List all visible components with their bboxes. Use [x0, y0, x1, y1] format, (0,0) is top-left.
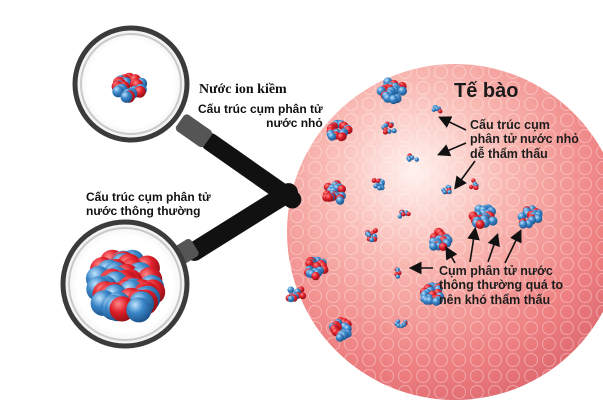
molecule-cluster-icon [381, 121, 397, 135]
arrow-icon [454, 160, 476, 190]
arrow-icon [445, 246, 458, 264]
alkaline-desc-line: nước nhỏ [266, 115, 323, 130]
molecule-cluster-icon [111, 72, 148, 103]
arrow-icon [437, 142, 467, 157]
arrow-icon [467, 226, 480, 263]
normal-desc-line: Cấu trúc cụm phân tử [86, 190, 211, 204]
molecule-cluster-icon [328, 317, 352, 342]
normal-structure-label: Cấu trúc cụm phân tử nước thông thường [86, 190, 211, 219]
cell-sphere-icon [287, 64, 603, 400]
molecule-cluster-icon [419, 282, 445, 306]
small-note-line: phân tử nước nhỏ [470, 132, 579, 147]
molecule-cluster-icon [468, 204, 498, 229]
molecule-cluster-icon [304, 256, 329, 281]
molecule-cluster-icon [285, 286, 307, 303]
molecule-cluster-icon [397, 209, 411, 219]
molecule-cluster-icon [85, 249, 166, 323]
molecule-cluster-icon [517, 205, 543, 229]
arrow-icon [487, 232, 500, 263]
small-note-line: Cấu trúc cụm [470, 118, 550, 132]
molecule-cluster-icon [429, 227, 453, 251]
alkaline-structure-label: Cấu trúc cụm phân tử nước nhỏ [198, 102, 323, 131]
molecule-cluster-icon [431, 104, 443, 114]
arrow-icon [504, 229, 522, 264]
molecule-cluster-icon [371, 178, 385, 191]
molecule-cluster-icon [322, 180, 346, 205]
molecule-cluster-icon [394, 267, 402, 279]
alkaline-desc-line: Cấu trúc cụm phân tử [198, 102, 323, 116]
molecule-cluster-icon [376, 77, 407, 105]
molecule-cluster-icon [469, 178, 479, 191]
small-cluster-note: Cấu trúc cụm phân tử nước nhỏ dễ thẩm th… [470, 118, 579, 161]
large-cluster-note: Cụm phân tử nước thông thường quá to nên… [439, 264, 563, 307]
large-note-line: thông thường quá to [439, 278, 564, 293]
normal-desc-line: nước thông thường [86, 203, 201, 218]
molecule-cluster-icon [394, 319, 408, 329]
molecule-cluster-icon [406, 153, 419, 162]
arrow-icon [438, 116, 467, 131]
small-note-line: dễ thẩm thấu [470, 146, 548, 161]
large-note-line: Cụm phân tử nước [439, 264, 553, 278]
molecule-cluster-icon [441, 184, 452, 195]
molecule-cluster-icon [365, 228, 378, 243]
cell-label: Tế bào [454, 80, 519, 102]
large-note-line: nên khó thẩm thấu [439, 292, 551, 307]
molecule-cluster-icon [326, 119, 353, 142]
alkaline-water-title: Nước ion kiềm [199, 82, 287, 97]
arrows [408, 116, 522, 275]
